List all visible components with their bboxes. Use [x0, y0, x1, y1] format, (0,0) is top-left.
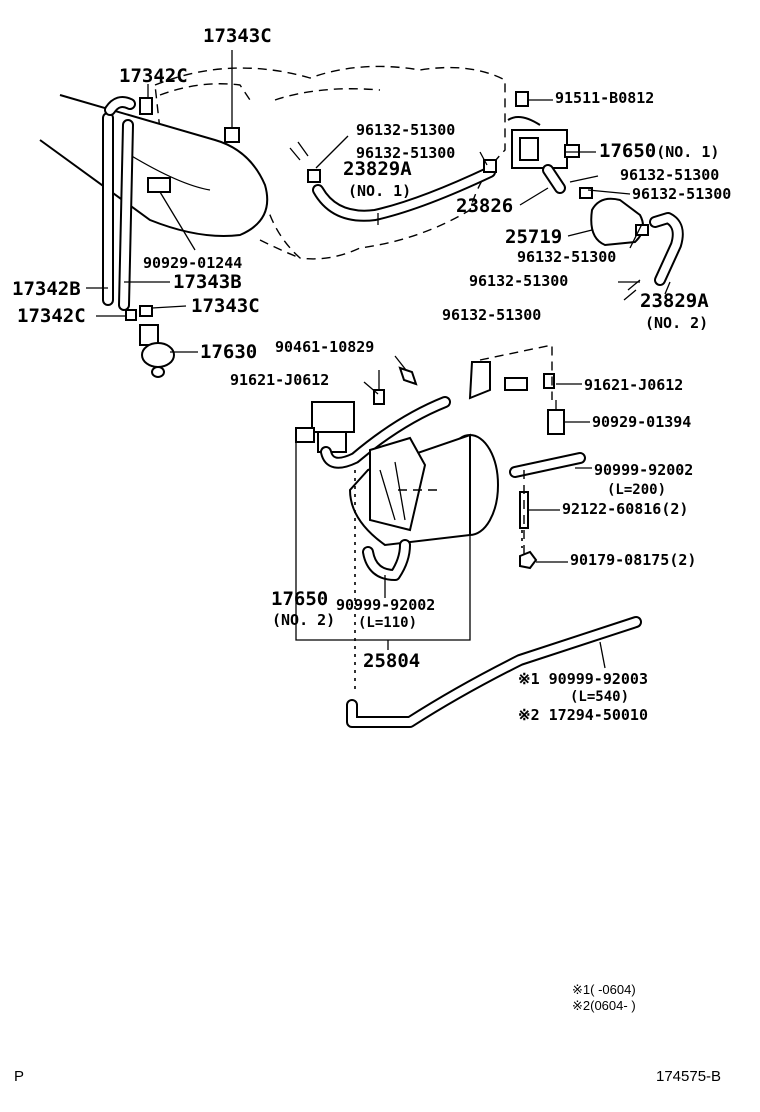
part-label-23829a-no1[interactable]: 23829A — [343, 158, 412, 180]
part-label-90179-08175[interactable]: 90179-08175(2) — [570, 551, 697, 569]
part-label-17342c[interactable]: 17342C — [119, 65, 188, 87]
part-label-17343c-mid[interactable]: 17343C — [191, 295, 260, 317]
bracket-upper — [468, 344, 553, 400]
part-label-96132-51300-g[interactable]: 96132-51300 — [442, 306, 542, 324]
part-label-17650-no2-sub: (NO. 2) — [272, 611, 336, 629]
part-label-90929-01394[interactable]: 90929-01394 — [592, 413, 692, 431]
canister-25804 — [348, 433, 499, 547]
vsv-17650-no2 — [295, 396, 451, 469]
part-label-17630[interactable]: 17630 — [200, 341, 258, 363]
guide-lines — [354, 470, 525, 690]
part-label-96132-51300-e[interactable]: 96132-51300 — [517, 248, 617, 266]
part-label-17342b[interactable]: 17342B — [12, 278, 81, 300]
part-sub: (NO. 1) — [656, 143, 720, 161]
part-label-90999-92002-l110[interactable]: 90999-92002 — [336, 596, 436, 614]
part-label-23826[interactable]: 23826 — [456, 195, 514, 217]
part-label-90999-92003[interactable]: ※1 90999-92003 — [518, 670, 648, 688]
clamps-top — [139, 50, 240, 143]
part-label-90929-01244[interactable]: 90929-01244 — [143, 254, 243, 272]
diagram-id: 174575-B — [656, 1068, 722, 1085]
filter-25719 — [579, 187, 649, 247]
leader-lines — [86, 99, 671, 669]
part-label-17650-no1[interactable]: 17650(NO. 1) — [599, 142, 719, 161]
footnote-1: ※1( -0604) — [572, 982, 636, 997]
part-label-91621-j0612-left[interactable]: 91621-J0612 — [230, 371, 330, 389]
nut-90179 — [519, 550, 538, 570]
part-label-17343b[interactable]: 17343B — [173, 271, 242, 293]
part-label-l110: (L=110) — [358, 615, 418, 631]
part-label-l540: (L=540) — [570, 689, 630, 705]
part-label-17294-50010[interactable]: ※2 17294-50010 — [518, 706, 648, 724]
part-label-17343c[interactable]: 17343C — [203, 25, 272, 47]
valve-17630 — [139, 324, 175, 378]
part-label-90999-92002-l200[interactable]: 90999-92002 — [594, 461, 694, 479]
sensor-90929-01394 — [547, 400, 565, 435]
part-label-96132-51300-a[interactable]: 96132-51300 — [356, 121, 456, 139]
corner-mark-left: P — [14, 1068, 25, 1085]
part-label-23829a-no2[interactable]: 23829A — [640, 290, 709, 312]
hose-90999-92003 — [346, 616, 642, 728]
clip-90461 — [398, 366, 418, 386]
hose-90999-92002-l110 — [362, 539, 411, 581]
clamps-mid — [125, 305, 153, 321]
part-label-l200: (L=200) — [607, 482, 667, 498]
hose-90999-92002-l200 — [509, 452, 586, 478]
bolts-91621 — [373, 370, 555, 405]
part-label-90461-10829[interactable]: 90461-10829 — [275, 338, 375, 356]
part-label-92122-60816[interactable]: 92122-60816(2) — [562, 500, 689, 518]
sensor-bracket — [147, 177, 196, 251]
part-label-25719[interactable]: 25719 — [505, 226, 563, 248]
part-number: 17650 — [599, 140, 657, 162]
part-label-17650-no2[interactable]: 17650 — [271, 588, 329, 610]
part-label-23829a-no2-sub: (NO. 2) — [645, 314, 709, 332]
part-label-96132-51300-d[interactable]: 96132-51300 — [632, 185, 732, 203]
part-label-17342c-mid[interactable]: 17342C — [17, 305, 86, 327]
part-label-91511-b0812[interactable]: 91511-B0812 — [555, 89, 655, 107]
hose-23829a-no1 — [289, 141, 497, 222]
part-label-25804[interactable]: 25804 — [363, 650, 421, 672]
part-label-91621-j0612-right[interactable]: 91621-J0612 — [584, 376, 684, 394]
vertical-hoses — [102, 96, 136, 311]
part-label-96132-51300-f[interactable]: 96132-51300 — [469, 272, 569, 290]
vsv-17650-no1 — [507, 91, 580, 194]
part-label-23829a-no1-sub: (NO. 1) — [348, 182, 412, 200]
intake-pipe — [39, 94, 269, 237]
part-label-96132-51300-b[interactable]: 96132-51300 — [356, 144, 456, 162]
footnote-2: ※2(0604- ) — [572, 998, 636, 1013]
part-label-96132-51300-c[interactable]: 96132-51300 — [620, 166, 720, 184]
